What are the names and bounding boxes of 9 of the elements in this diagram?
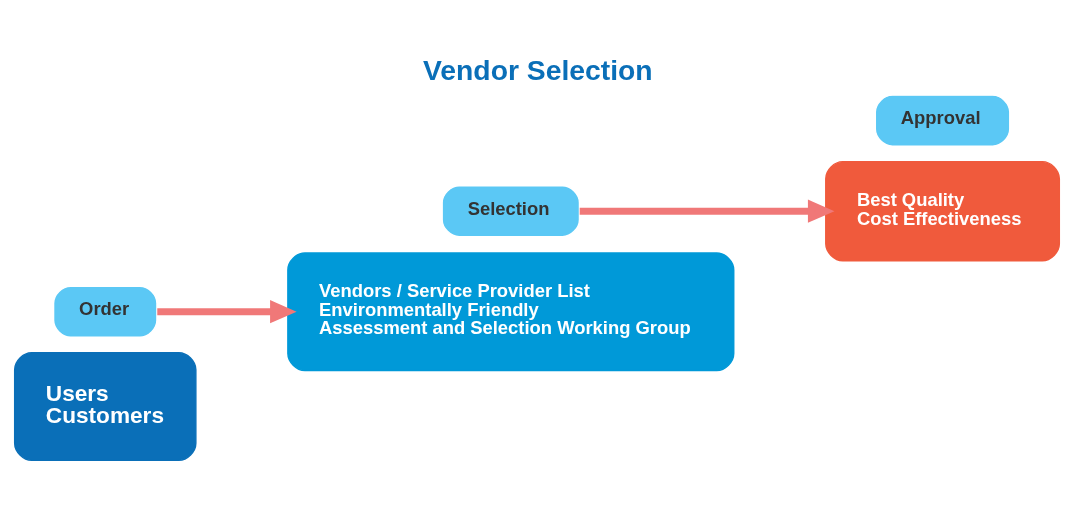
node-box: Order	[52, 285, 158, 338]
node-box: Vendors / Service Provider List Environmentally Friendly Assessment and Selection Working Group	[287, 252, 735, 372]
node-box: Users Customers	[13, 352, 197, 462]
node-box: Selection	[441, 185, 581, 238]
arrow	[157, 300, 297, 324]
node-box: Approval	[874, 94, 1011, 147]
node-box: Best Quality Cost Effectiveness	[825, 160, 1061, 262]
diagram-title: Vendor Selection	[423, 53, 653, 86]
arrow	[579, 199, 835, 223]
